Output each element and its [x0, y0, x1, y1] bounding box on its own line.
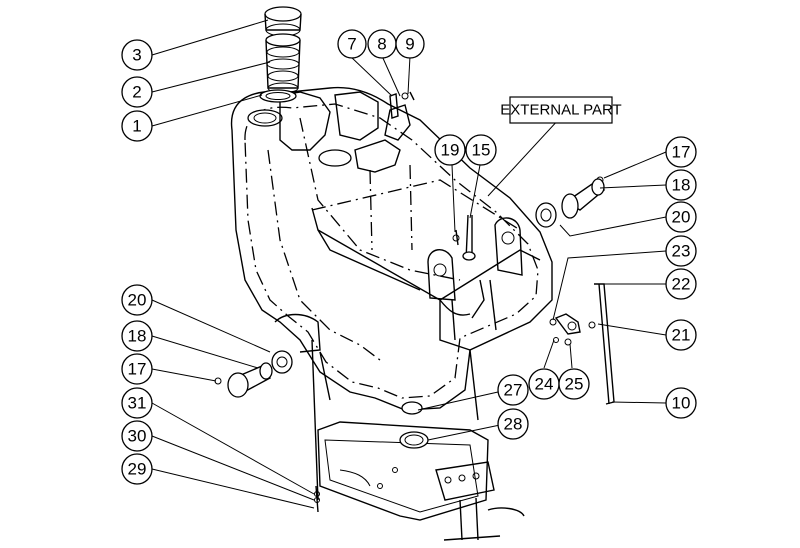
callout-3-label: 3 — [132, 46, 141, 65]
callout-17-left: 17 — [121, 353, 153, 385]
callout-8-label: 8 — [377, 35, 386, 54]
callout-20-left: 20 — [121, 284, 153, 316]
callout-10: 10 — [665, 387, 697, 419]
callout-29-label: 29 — [128, 460, 147, 479]
callout-23: 23 — [665, 235, 697, 267]
filler-cap — [264, 6, 302, 37]
callout-17-right-label: 17 — [672, 143, 691, 162]
callout-8: 8 — [367, 29, 397, 59]
callout-18-left-label: 18 — [128, 327, 147, 346]
callout-23-label: 23 — [672, 242, 691, 261]
callout-17-right: 17 — [665, 136, 697, 168]
callout-21-label: 21 — [672, 326, 691, 345]
callout-2: 2 — [121, 76, 153, 108]
callout-28: 28 — [497, 408, 529, 440]
callout-15-label: 15 — [472, 141, 491, 160]
callout-24: 24 — [528, 368, 560, 400]
fuel-tank — [230, 86, 553, 411]
callout-1: 1 — [121, 110, 153, 142]
clamp-parts-7-8-9 — [389, 91, 415, 119]
callout-25: 25 — [558, 368, 590, 400]
callout-7-label: 7 — [347, 35, 356, 54]
callout-27: 27 — [497, 374, 529, 406]
gasket — [259, 89, 297, 103]
callout-20-right: 20 — [665, 201, 697, 233]
mounting-bracket — [317, 421, 525, 541]
callout-22-label: 22 — [672, 275, 691, 294]
callout-24-label: 24 — [535, 375, 554, 394]
callout-27-label: 27 — [504, 381, 523, 400]
callout-19-label: 19 — [441, 141, 460, 160]
callout-31-label: 31 — [128, 394, 147, 413]
left-fitting — [214, 350, 293, 398]
callout-15: 15 — [465, 134, 497, 166]
callout-7: 7 — [337, 29, 367, 59]
callout-20-right-label: 20 — [672, 208, 691, 227]
callout-25-label: 25 — [565, 375, 584, 394]
callout-30-label: 30 — [128, 427, 147, 446]
callout-28-label: 28 — [504, 415, 523, 434]
callout-1-label: 1 — [132, 117, 141, 136]
callout-19: 19 — [434, 134, 466, 166]
callout-21: 21 — [665, 319, 697, 351]
callout-22: 22 — [665, 268, 697, 300]
callout-9: 9 — [395, 29, 425, 59]
callout-2-label: 2 — [132, 83, 141, 102]
external-part-label: EXTERNAL PART — [500, 96, 622, 124]
sender-parts-15-19 — [452, 214, 476, 261]
callout-20-left-label: 20 — [128, 291, 147, 310]
external-part-text: EXTERNAL PART — [500, 102, 621, 119]
callout-30: 30 — [121, 420, 153, 452]
callout-18-right-label: 18 — [672, 176, 691, 195]
tank-lower-neck — [274, 313, 479, 501]
strainer — [265, 33, 301, 94]
callout-31: 31 — [121, 387, 153, 419]
callout-29: 29 — [121, 453, 153, 485]
callout-10-label: 10 — [672, 394, 691, 413]
callout-18-left: 18 — [121, 320, 153, 352]
right-fitting — [535, 176, 606, 228]
fasteners-29-30-31 — [314, 485, 320, 513]
callout-3: 3 — [121, 39, 153, 71]
callout-9-label: 9 — [405, 35, 414, 54]
callout-18-right: 18 — [665, 169, 697, 201]
callout-17-left-label: 17 — [128, 360, 147, 379]
leader-lines — [151, 19, 667, 509]
